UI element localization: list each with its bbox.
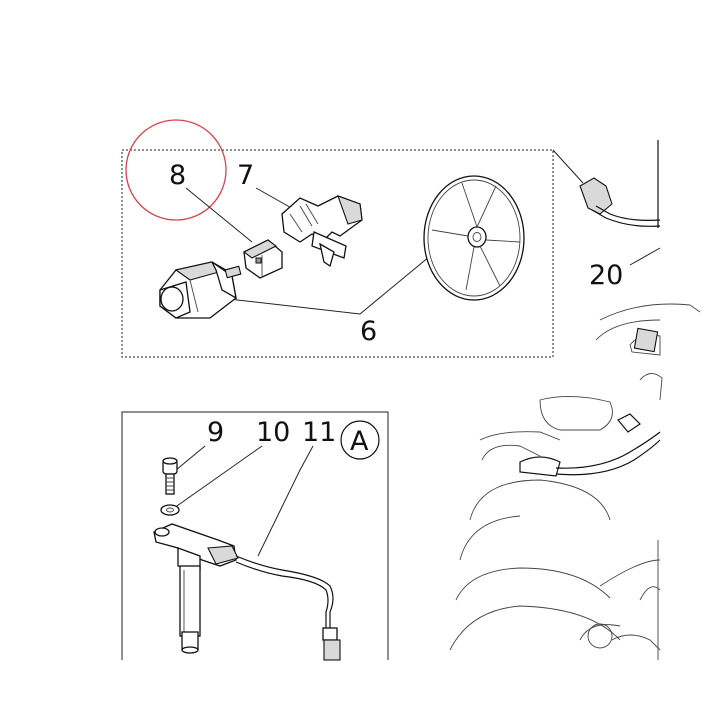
leader-11 — [257, 445, 314, 557]
clip-bracket-part-7 — [281, 195, 363, 268]
connector-part-8 — [242, 239, 283, 279]
leader-6 — [219, 251, 436, 315]
box-leader-line — [552, 149, 584, 184]
leader-8 — [185, 187, 253, 243]
leader-20 — [629, 247, 661, 266]
vehicle-body-outline — [449, 303, 701, 660]
disc-part — [423, 175, 525, 301]
detail-a-marker: A — [340, 420, 380, 460]
top-box-frame — [121, 149, 554, 358]
callout-7: 7 — [237, 160, 254, 191]
callout-6: 6 — [360, 316, 377, 347]
callout-11: 11 — [302, 417, 336, 448]
harness-right-part — [579, 140, 661, 266]
bottom-detail-box — [121, 411, 389, 660]
leader-7 — [255, 187, 296, 211]
sensor-body-part — [159, 261, 242, 319]
leader-10 — [173, 445, 263, 509]
highlight-circle — [125, 119, 227, 221]
leader-9 — [175, 445, 206, 471]
callout-20: 20 — [589, 260, 623, 291]
washer-part-10 — [160, 504, 180, 516]
bolt-part-9 — [162, 457, 178, 495]
bottom-box-frame — [121, 411, 389, 660]
callout-10: 10 — [256, 417, 290, 448]
callout-9: 9 — [207, 417, 224, 448]
ignition-coil-part-11 — [153, 523, 341, 661]
top-detail-box — [121, 149, 584, 358]
detail-a-label: A — [350, 426, 369, 457]
callout-8: 8 — [169, 160, 186, 191]
